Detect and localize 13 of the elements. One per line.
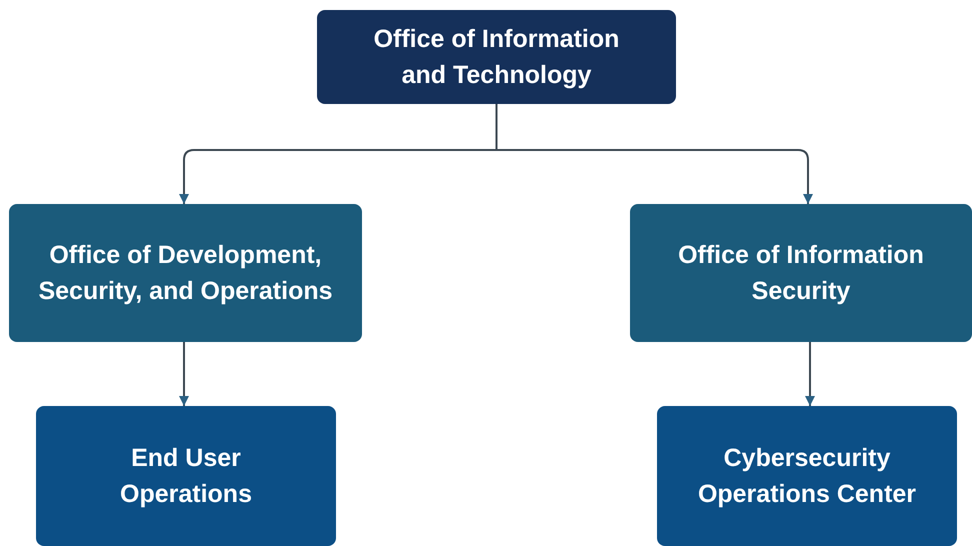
org-box: [657, 406, 957, 546]
arrow: [805, 342, 815, 406]
arrow: [496, 104, 813, 204]
org-box: [9, 204, 362, 342]
org-box: [630, 204, 972, 342]
box-label: Cybersecurity Operations Center: [696, 443, 918, 510]
box-label: Office of Information Security: [677, 240, 925, 307]
org-box: [317, 10, 676, 104]
box-label: Office of Development, Security, and Operations: [37, 240, 334, 307]
arrow: [179, 342, 189, 406]
box-label: End User Operations: [119, 443, 253, 510]
box-label: Office of Information and Technology: [372, 24, 620, 91]
org-box: [36, 406, 336, 546]
